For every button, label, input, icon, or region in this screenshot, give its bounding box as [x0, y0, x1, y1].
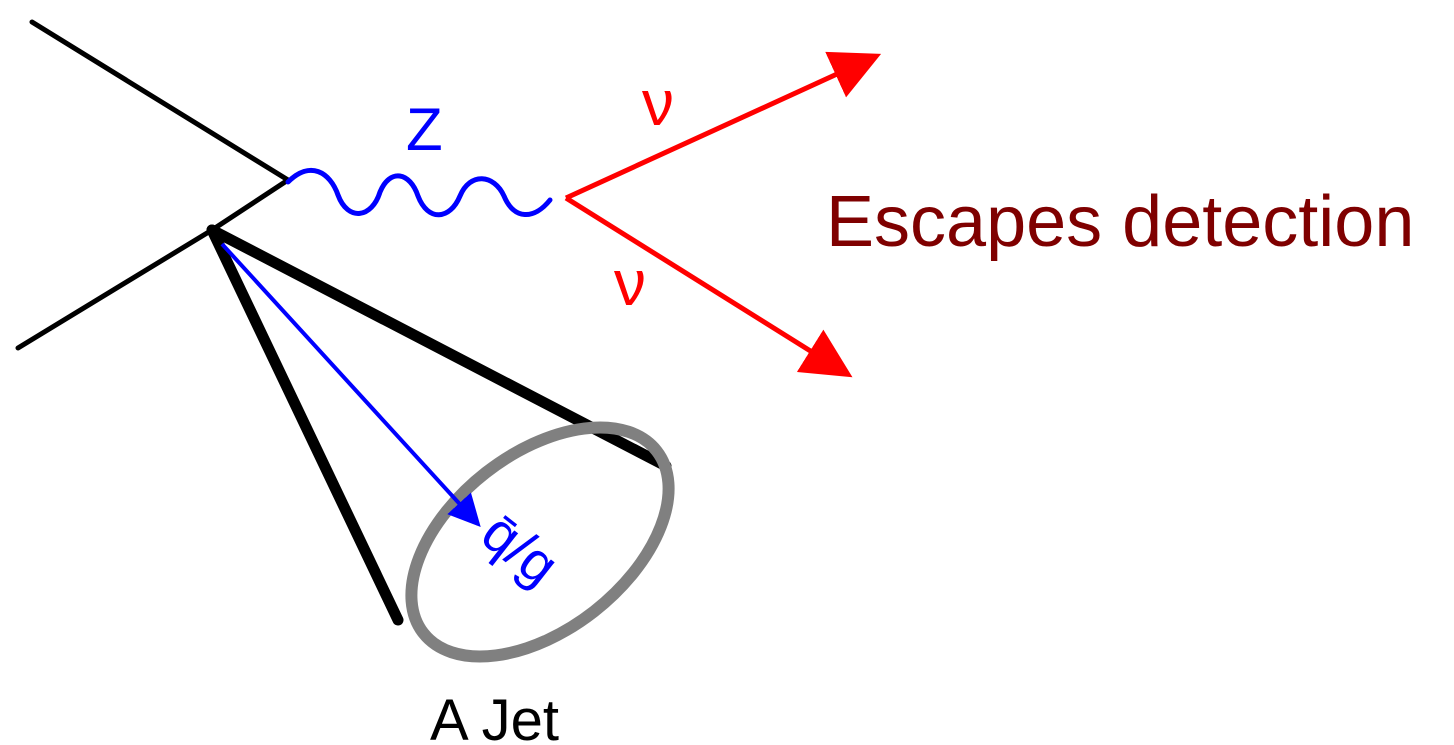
neutrino-label-upper: ν — [642, 67, 674, 139]
escapes-detection-label: Escapes detection — [826, 182, 1414, 262]
neutrino-label-lower: ν — [614, 247, 646, 319]
parton-arrow — [222, 244, 478, 524]
z-boson-propagator — [288, 170, 550, 214]
jet-label: A Jet — [430, 688, 559, 745]
z-boson-label: Z — [406, 96, 443, 163]
neutrino-line-lower — [566, 198, 844, 372]
parton-label: q̄/g — [471, 500, 571, 598]
incoming-line-upper — [32, 22, 288, 180]
incoming-line-lower — [18, 230, 212, 348]
neutrino-line-upper — [566, 58, 872, 198]
jet-cone-edge-lower — [212, 230, 398, 620]
vertex-connector — [212, 180, 288, 230]
